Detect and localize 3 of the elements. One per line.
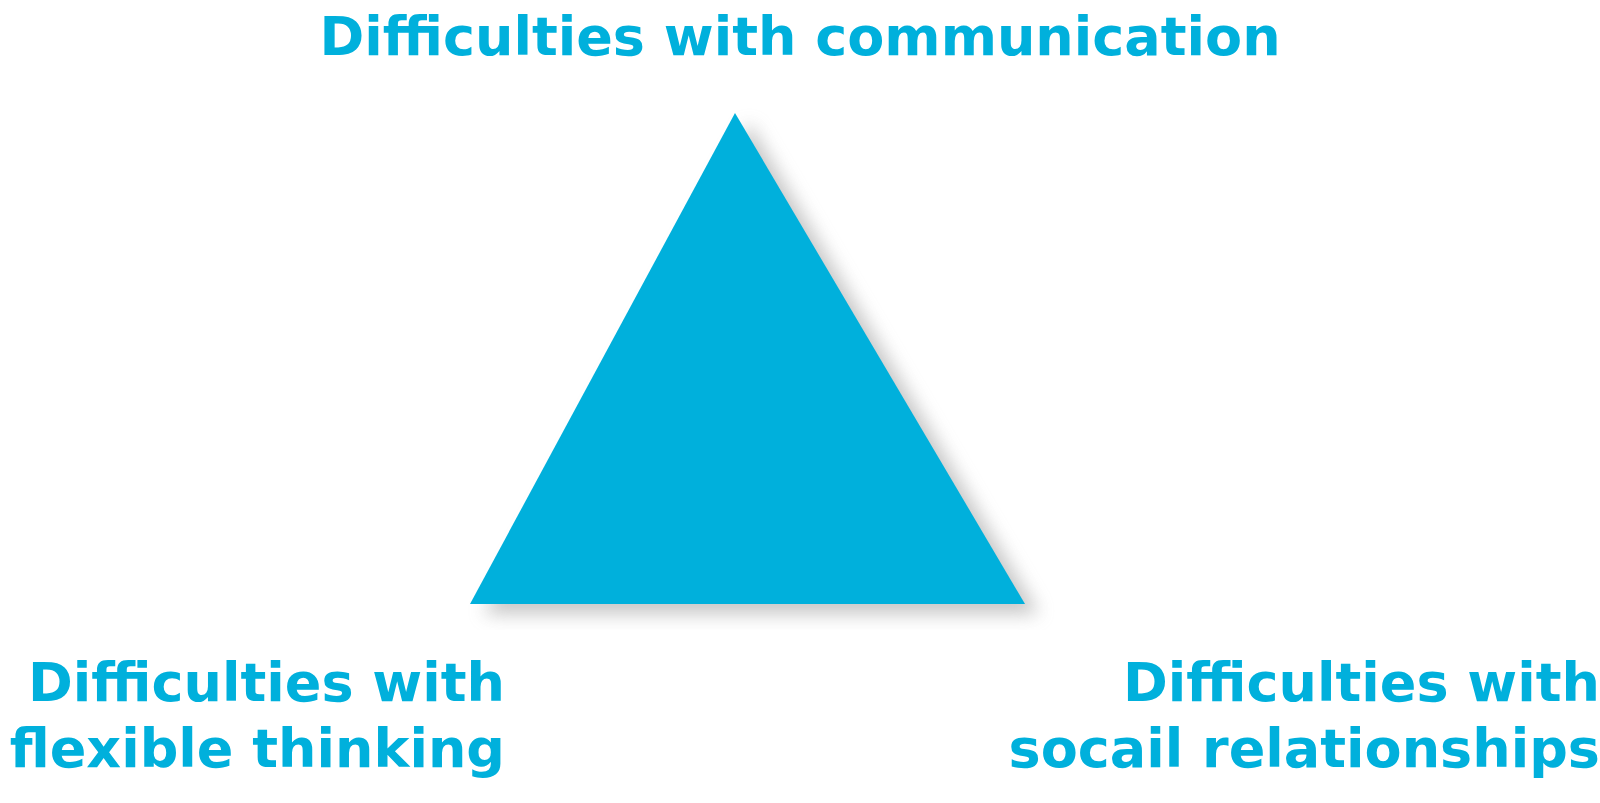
heading-text: Difficulties with flexible thinking (8, 650, 505, 782)
heading-text: Difficulties with communication (318, 4, 1282, 70)
heading-text: Difficulties with socail relationships (1007, 650, 1600, 782)
